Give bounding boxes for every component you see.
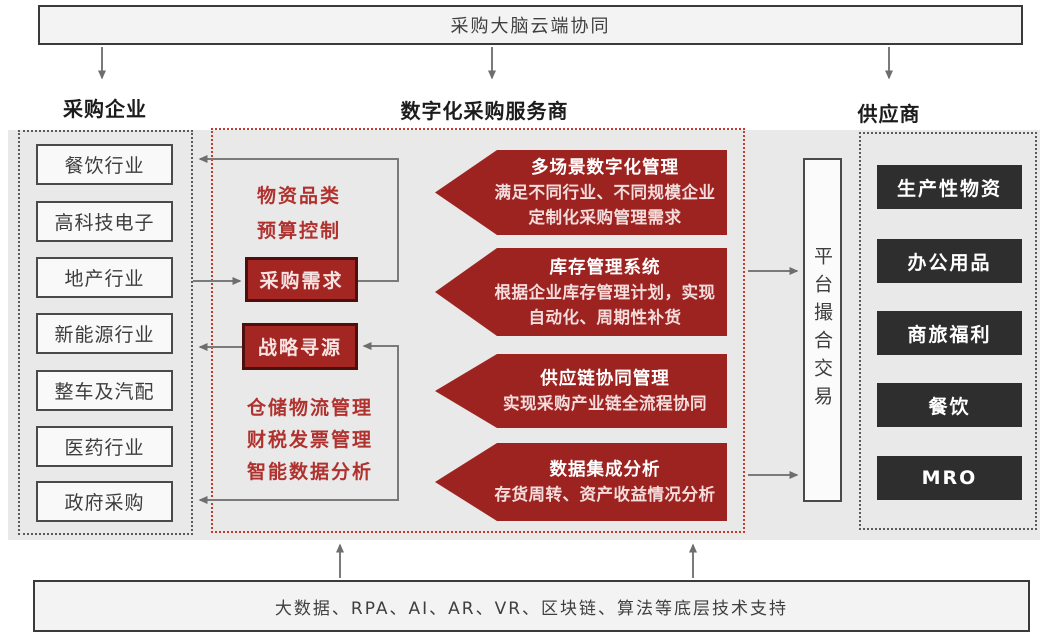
service-body: 根据企业库存管理计划，实现自动化、周期性补货: [494, 282, 716, 327]
top-banner: 采购大脑云端协同: [38, 5, 1023, 45]
process-box-procurement-demand: 采购需求: [245, 257, 358, 302]
provider-group-border: [211, 128, 745, 533]
process-note: 仓储物流管理: [247, 397, 374, 419]
service-title: 供应链协同管理: [540, 369, 670, 390]
supplier-category-box: 生产性物资: [877, 165, 1022, 209]
service-banner: 供应链协同管理 实现采购产业链全流程协同: [435, 354, 727, 428]
service-banner: 库存管理系统 根据企业库存管理计划，实现自动化、周期性补货: [435, 248, 727, 336]
service-banner: 数据集成分析 存货周转、资产收益情况分析: [435, 443, 727, 521]
process-note: 财税发票管理: [247, 429, 374, 451]
header-buyers: 采购企业: [63, 97, 147, 121]
process-note: 智能数据分析: [247, 461, 374, 483]
service-title: 多场景数字化管理: [531, 158, 679, 179]
supplier-category-box: 商旅福利: [877, 311, 1022, 355]
buyer-industry-box: 餐饮行业: [36, 144, 173, 185]
suppliers-group-border: [859, 132, 1037, 530]
platform-trading-box: 平台撮合交易: [803, 158, 842, 502]
service-title: 库存管理系统: [549, 257, 661, 278]
platform-trading-label: 平台撮合交易: [811, 246, 833, 414]
process-box-strategic-sourcing: 战略寻源: [242, 323, 358, 370]
buyer-industry-box: 医药行业: [36, 426, 173, 467]
bottom-banner-label: 大数据、RPA、AI、AR、VR、区块链、算法等底层技术支持: [274, 598, 789, 619]
service-body: 存货周转、资产收益情况分析: [494, 485, 716, 505]
service-banner: 多场景数字化管理 满足不同行业、不同规模企业定制化采购管理需求: [435, 150, 727, 235]
buyer-industry-box: 地产行业: [36, 257, 173, 298]
process-note: 物资品类: [257, 185, 342, 207]
buyer-industry-box: 整车及汽配: [36, 370, 173, 411]
header-suppliers: 供应商: [857, 102, 921, 126]
service-body: 实现采购产业链全流程协同: [503, 394, 707, 414]
header-provider: 数字化采购服务商: [400, 99, 569, 123]
buyer-industry-box: 新能源行业: [36, 313, 173, 354]
service-title: 数据集成分析: [549, 460, 661, 481]
buyer-industry-box: 政府采购: [36, 481, 173, 522]
top-banner-label: 采购大脑云端协同: [450, 16, 611, 37]
supplier-category-box: 办公用品: [877, 239, 1022, 283]
process-note: 预算控制: [257, 220, 342, 242]
supplier-category-box: 餐饮: [877, 383, 1022, 427]
supplier-category-box: MRO: [877, 456, 1022, 500]
service-body: 满足不同行业、不同规模企业定制化采购管理需求: [494, 183, 716, 227]
buyers-group-border: [18, 130, 193, 535]
buyer-industry-box: 高科技电子: [36, 201, 173, 242]
bottom-banner: 大数据、RPA、AI、AR、VR、区块链、算法等底层技术支持: [33, 580, 1030, 632]
